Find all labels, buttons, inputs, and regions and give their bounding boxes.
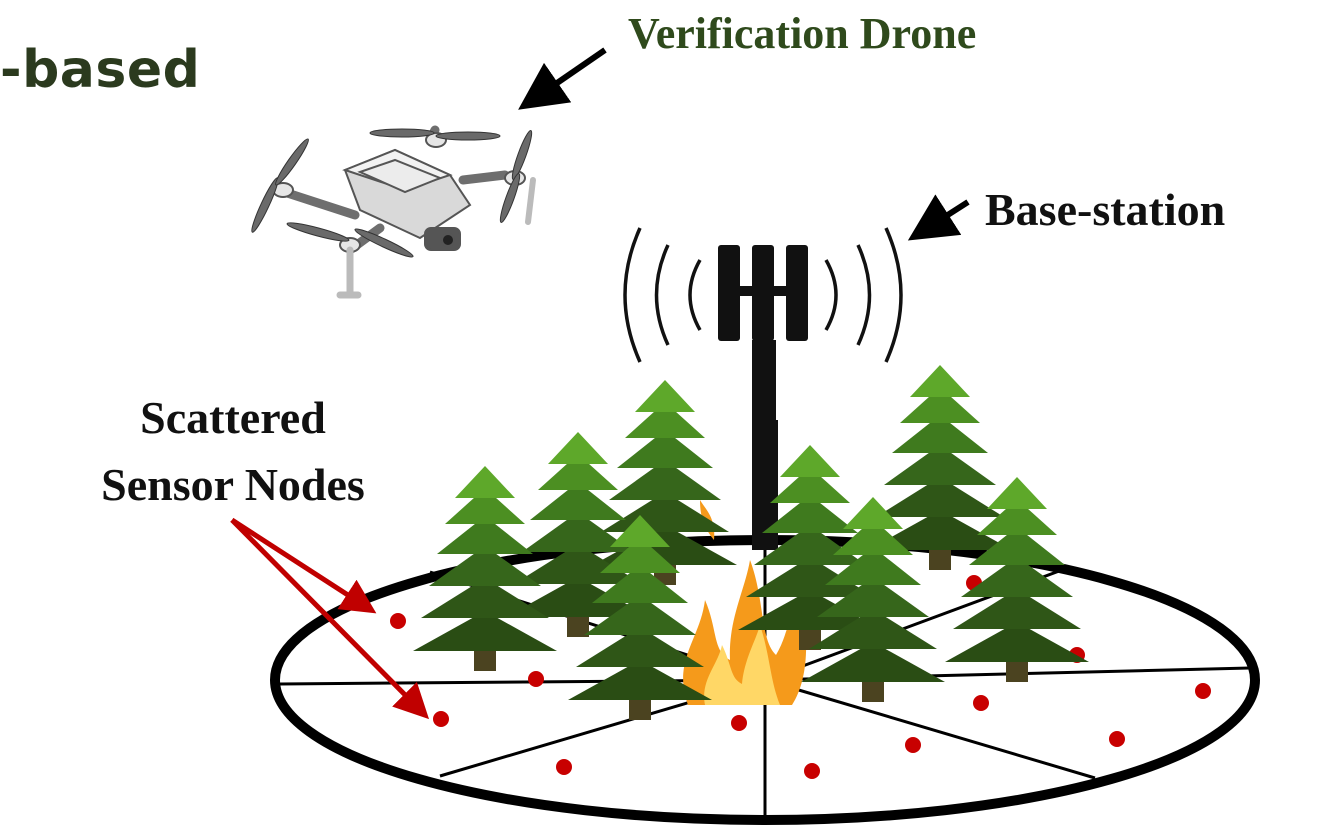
base-station-label: Base-station [985, 184, 1226, 235]
drone-label: Verification Drone [628, 9, 977, 58]
sensor-label-line2: Sensor Nodes [101, 458, 365, 510]
arrow-icon [907, 194, 970, 241]
sensor-label-line1: Scattered [140, 392, 326, 443]
tree-icon [593, 380, 737, 585]
signal-wave-icon [623, 227, 903, 363]
sensor-nodes-label: Scattered Sensor Nodes [48, 385, 418, 518]
drone-icon [251, 125, 536, 299]
arrow-icon [230, 517, 377, 614]
arrow-icon [518, 47, 607, 110]
tree-icon [413, 466, 557, 671]
heading-fragment: -based [0, 40, 201, 100]
base-station-icon [718, 245, 808, 550]
arrow-icon [230, 518, 430, 720]
sensor-nodes [390, 575, 1211, 779]
arrows [230, 47, 970, 720]
